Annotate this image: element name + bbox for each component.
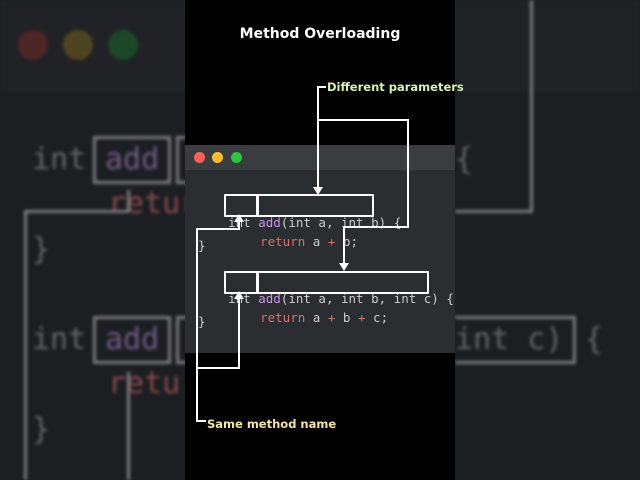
same-method-name-label: Same method name [207, 417, 337, 431]
background-code-type-1: int [32, 142, 87, 177]
method2-return-keyword: return [260, 310, 306, 325]
background-code-name-2: add [105, 322, 160, 357]
code-line-method2-close: } [198, 314, 206, 329]
background-connector-right [530, 0, 533, 212]
background-code-brace-1: { [455, 142, 474, 177]
name-connector-top [196, 228, 240, 230]
background-code-close-2: } [32, 412, 51, 447]
method2-open-brace: { [446, 291, 454, 306]
method2-plus-operator-1: + [327, 310, 336, 325]
params-connector-down-2 [343, 226, 345, 266]
background-name-box-2 [93, 316, 171, 364]
background-connector-up-2 [127, 372, 130, 480]
code-editor-window: int add(int a, int b) { return a + b; } … [185, 145, 455, 353]
method1-open-brace: { [393, 215, 402, 230]
code-line-method1-body: return a + b; [230, 219, 358, 264]
close-dot-icon[interactable] [194, 152, 205, 163]
background-connector-left [24, 210, 27, 480]
different-parameters-label: Different parameters [327, 80, 464, 94]
name-arrow-2-icon [234, 291, 244, 299]
params-arrow-2-icon [339, 263, 349, 271]
method1-name: add [258, 215, 281, 230]
name-connector-up-1 [238, 221, 240, 230]
background-close-dot [18, 30, 48, 60]
method1-operand-a: a [312, 234, 321, 249]
background-params-box-2-end [455, 316, 576, 364]
method2-name: add [258, 291, 281, 306]
method2-operand-c: c; [373, 310, 389, 325]
minimize-dot-icon[interactable] [212, 152, 223, 163]
background-code-name-1: add [105, 142, 160, 177]
name-connector-mid [196, 367, 240, 369]
background-name-box-1 [93, 136, 171, 184]
background-minimize-dot [63, 30, 93, 60]
background-code-type-2: int [32, 322, 87, 357]
code-line-method1-close: } [198, 238, 206, 253]
name-connector-up-2 [238, 298, 240, 369]
params-connector-horizontal [317, 119, 409, 121]
background-code-close-1: } [32, 232, 51, 267]
params-connector-down-1 [317, 86, 319, 190]
params-arrow-1-icon [313, 187, 323, 195]
params-connector-label-stub [317, 86, 326, 88]
background-connector-right-h [455, 210, 533, 213]
background-params-box-2 [176, 316, 189, 364]
background-code-params-2: int c) [455, 322, 564, 357]
method2-operand-b: b [342, 310, 351, 325]
background-code-brace-2: { [585, 322, 604, 357]
background-maximize-dot [108, 30, 138, 60]
method1-params-highlight-box [257, 194, 374, 217]
method1-operand-b: b; [342, 234, 358, 249]
method2-plus-operator-2: + [357, 310, 366, 325]
method2-operand-a: a [312, 310, 321, 325]
page-title: Method Overloading [239, 26, 401, 42]
method2-params: (int a, int b, int c) [280, 291, 439, 306]
params-connector-right [407, 119, 409, 228]
editor-title-bar [185, 145, 455, 170]
code-line-method2-signature: int add(int a, int b, int c) { [198, 276, 454, 321]
method1-return-keyword: return [260, 234, 306, 249]
code-line-method2-body: return a + b + c; [230, 295, 388, 340]
background-connector-top [24, 210, 129, 213]
background-params-box-1 [176, 136, 189, 184]
name-connector-label-stub [196, 420, 206, 422]
name-arrow-1-icon [234, 214, 244, 222]
params-connector-bottom [343, 226, 409, 228]
method2-params-highlight-box [257, 271, 429, 294]
background-code-return-1: retur [108, 186, 199, 221]
maximize-dot-icon[interactable] [231, 152, 242, 163]
name-connector-left [196, 228, 198, 422]
background-connector-up-1 [127, 190, 130, 212]
method1-plus-operator: + [327, 234, 336, 249]
background-code-return-2: retu [108, 366, 181, 401]
